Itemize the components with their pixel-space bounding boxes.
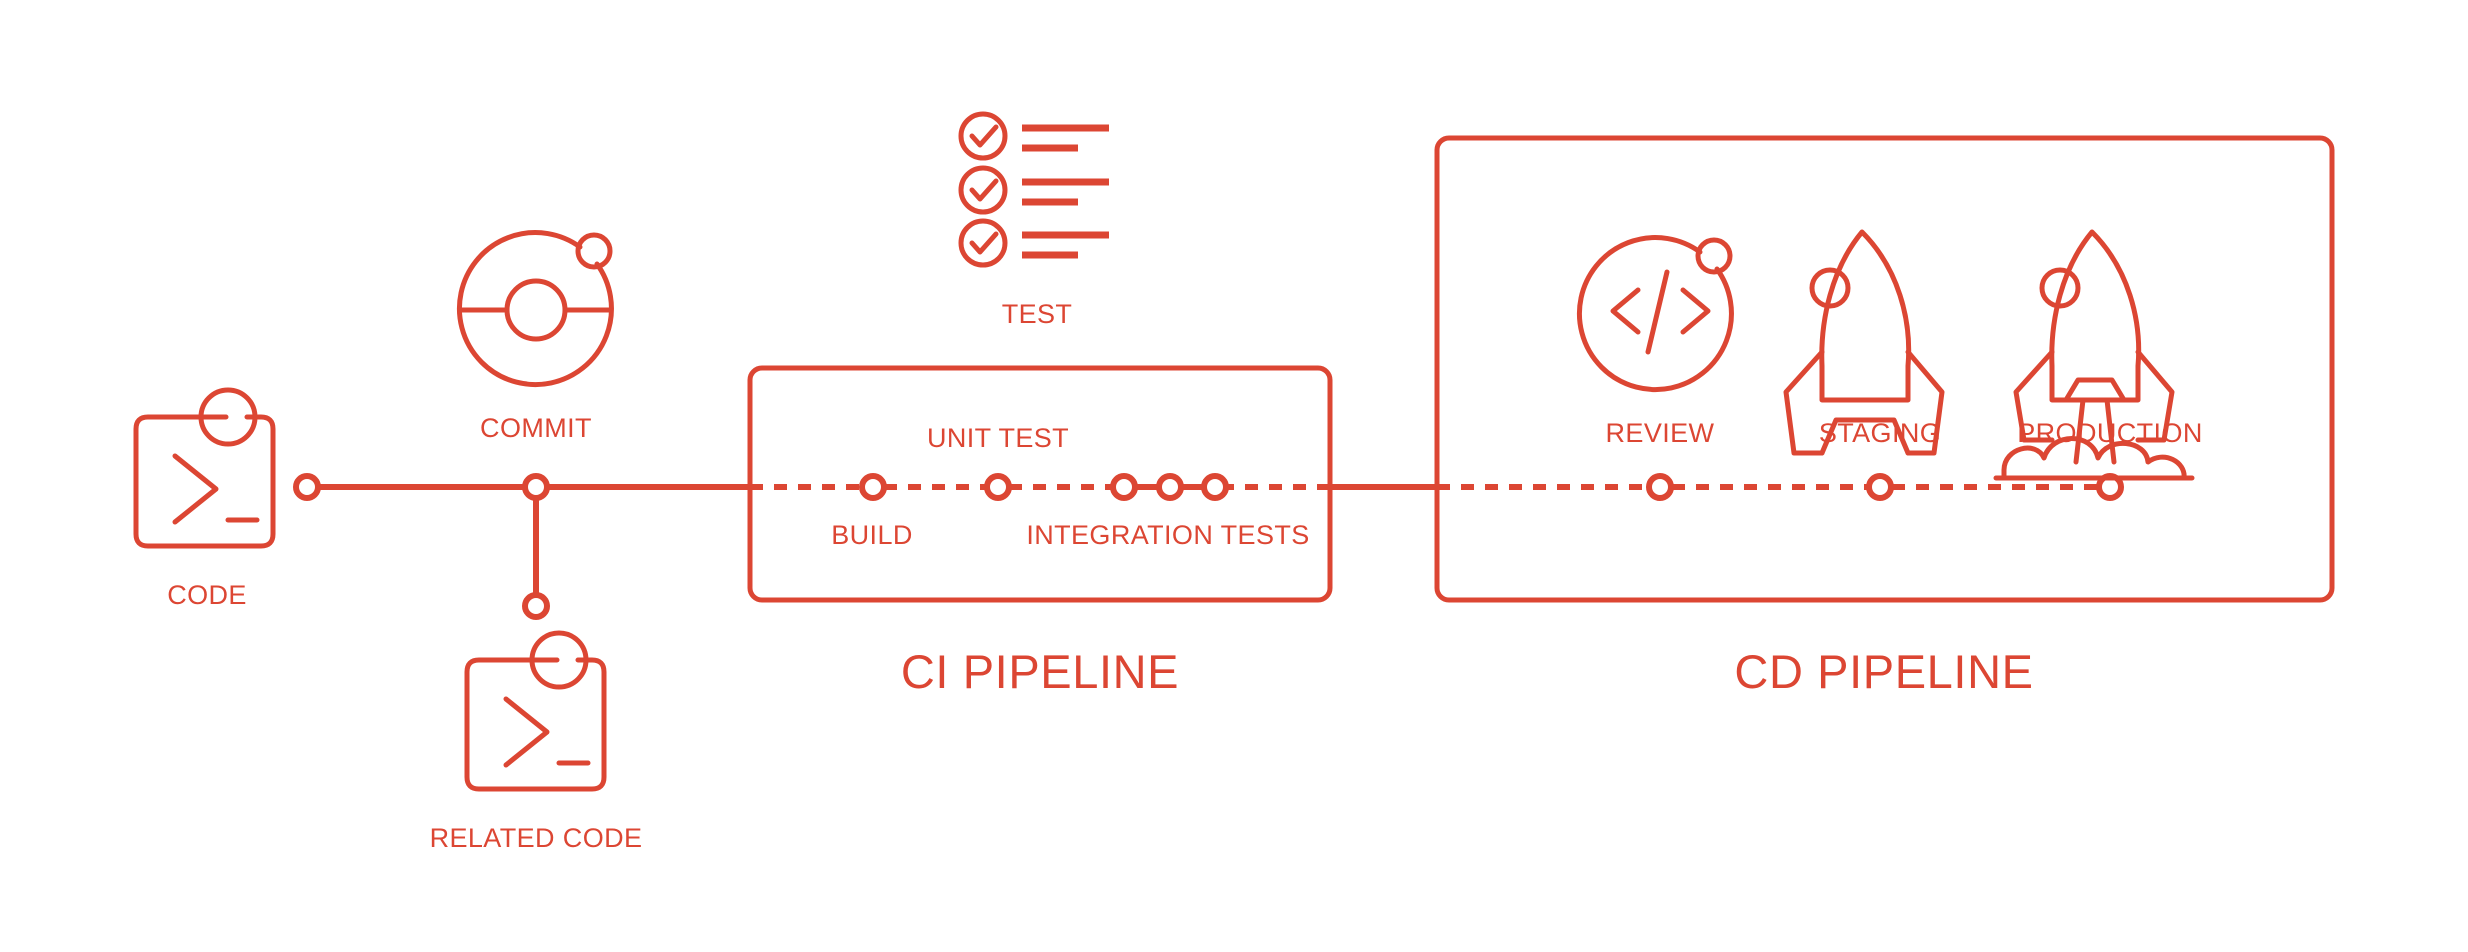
commit-orbit-icon: [456, 230, 614, 388]
test-label: TEST: [1002, 299, 1073, 329]
node-staging[interactable]: [1866, 473, 1894, 501]
node-code[interactable]: [293, 473, 321, 501]
review-label: REVIEW: [1606, 418, 1715, 448]
rocket-icon: [1783, 229, 1945, 456]
related-code-label: RELATED CODE: [430, 823, 643, 853]
code-review-icon: [1576, 235, 1734, 393]
node-integration-test-2[interactable]: [1156, 473, 1184, 501]
rocket-launch-icon: [1993, 229, 2195, 481]
cd-pipeline-title: CD PIPELINE: [1734, 645, 2033, 698]
node-integration-test-1[interactable]: [1110, 473, 1138, 501]
code-label: CODE: [167, 580, 247, 610]
cd-pipeline-box: [1434, 135, 2335, 603]
build-label: BUILD: [831, 520, 913, 550]
node-commit[interactable]: [522, 473, 550, 501]
code-terminal-icon: [133, 387, 276, 549]
node-integration-test-3[interactable]: [1201, 473, 1229, 501]
ci-pipeline-title: CI PIPELINE: [901, 645, 1179, 698]
integration-tests-label: INTEGRATION TESTS: [1026, 520, 1309, 550]
node-unit-test[interactable]: [984, 473, 1012, 501]
production-label: PRODUCTION: [2017, 418, 2203, 448]
commit-label: COMMIT: [480, 413, 592, 443]
unit-test-label: UNIT TEST: [927, 423, 1069, 453]
node-related-code[interactable]: [522, 592, 550, 620]
staging-label: STAGING: [1819, 418, 1941, 448]
node-review[interactable]: [1646, 473, 1674, 501]
node-build[interactable]: [859, 473, 887, 501]
related-code-terminal-icon: [464, 630, 607, 792]
checklist-icon: [958, 111, 1109, 268]
